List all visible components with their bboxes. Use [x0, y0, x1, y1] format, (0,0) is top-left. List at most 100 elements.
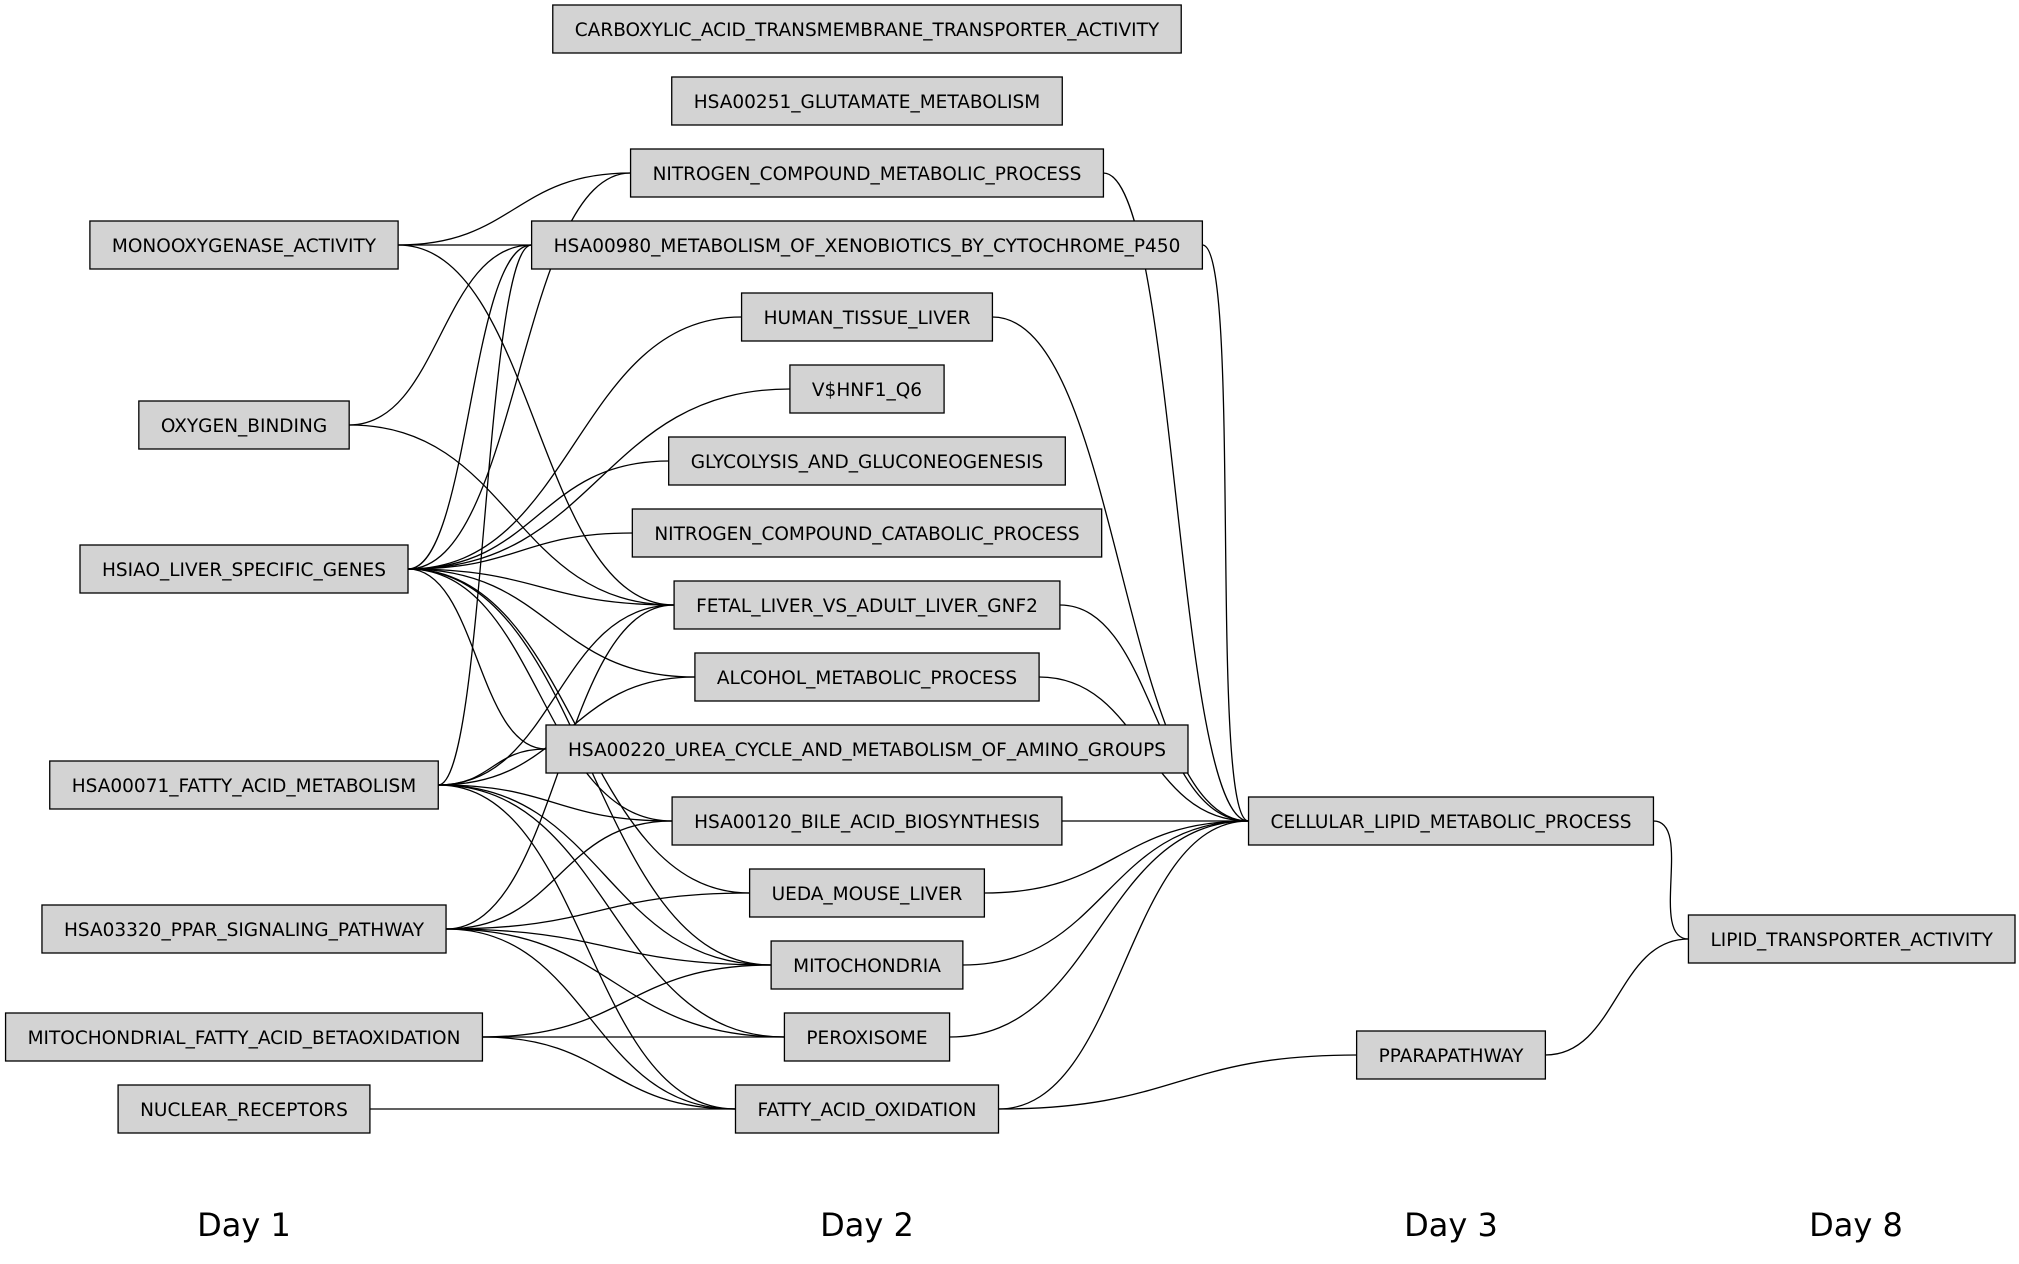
node-nuclear: NUCLEAR_RECEPTORS: [117, 1084, 371, 1134]
edge-mito-beta-to-fatty-ox: [482, 1036, 736, 1110]
node-hsa00071: HSA00071_FATTY_ACID_METABOLISM: [49, 760, 439, 810]
edge-hsiao-to-hnf1: [407, 388, 790, 570]
node-box: [631, 508, 1103, 558]
edge-mitochondria-to-cellular-lipid: [962, 820, 1249, 966]
node-peroxisome: PEROXISOME: [783, 1012, 951, 1062]
node-ppara: PPARAPATHWAY: [1355, 1030, 1547, 1080]
edge-hsiao-to-glycolysis: [407, 460, 669, 570]
edge-oxygen-to-fetal: [349, 424, 675, 606]
node-label: GLYCOLYSIS_AND_GLUCONEOGENESIS: [691, 452, 1044, 473]
edge-hsiao-to-hsa00980: [407, 244, 532, 570]
edge-human-liver-to-cellular-lipid: [992, 316, 1249, 822]
edge-hsa03320-to-ueda: [446, 892, 750, 930]
node-label: MONOOXYGENASE_ACTIVITY: [112, 236, 377, 257]
node-label: HSA00220_UREA_CYCLE_AND_METABOLISM_OF_AM…: [568, 740, 1166, 761]
edge-hsa03320-to-mitochondria: [446, 928, 772, 966]
edge-hsiao-to-human-liver: [407, 316, 742, 570]
node-box: [89, 220, 399, 270]
node-box: [552, 4, 1182, 54]
node-label: HSIAO_LIVER_SPECIFIC_GENES: [102, 560, 386, 581]
node-hnf1: V$HNF1_Q6: [789, 364, 945, 414]
node-box: [783, 1012, 951, 1062]
edge-mito-beta-to-mitochondria: [482, 964, 772, 1038]
node-box: [671, 796, 1063, 846]
edge-hsa00071-to-mitochondria: [438, 784, 772, 966]
node-hsa03320: HSA03320_PPAR_SIGNALING_PATHWAY: [41, 904, 447, 954]
edge-hsa03320-to-hsa00120: [446, 820, 673, 930]
node-label: FATTY_ACID_OXIDATION: [758, 1100, 977, 1121]
edge-fetal-to-cellular-lipid: [1059, 604, 1249, 822]
node-nitrogen-met: NITROGEN_COMPOUND_METABOLIC_PROCESS: [629, 148, 1105, 198]
node-box: [79, 544, 409, 594]
edge-nitrogen-met-to-cellular-lipid: [1103, 172, 1249, 822]
node-hsa00251: HSA00251_GLUTAMATE_METABOLISM: [671, 76, 1063, 126]
edge-peroxisome-to-cellular-lipid: [949, 820, 1249, 1038]
node-box: [673, 580, 1061, 630]
node-label: HSA03320_PPAR_SIGNALING_PATHWAY: [64, 920, 425, 941]
edge-hsiao-to-alcohol: [407, 568, 695, 678]
node-box: [1247, 796, 1655, 846]
node-oxygen: OXYGEN_BINDING: [138, 400, 350, 450]
edge-ueda-to-cellular-lipid: [984, 820, 1249, 894]
node-box: [1355, 1030, 1547, 1080]
edge-hsiao-to-fetal: [407, 568, 675, 606]
node-label: MITOCHONDRIAL_FATTY_ACID_BETAOXIDATION: [28, 1028, 461, 1049]
node-box: [49, 760, 439, 810]
node-cellular-lipid: CELLULAR_LIPID_METABOLIC_PROCESS: [1247, 796, 1655, 846]
node-label: HSA00120_BILE_ACID_BIOSYNTHESIS: [694, 812, 1040, 833]
node-mitochondria: MITOCHONDRIA: [770, 940, 964, 990]
edge-hsa03320-to-fatty-ox: [446, 928, 736, 1110]
edge-hsiao-to-nitrogen-cat: [407, 532, 633, 570]
node-ueda: UEDA_MOUSE_LIVER: [748, 868, 986, 918]
node-label: V$HNF1_Q6: [812, 380, 922, 401]
edge-hsiao-to-hsa00120: [407, 568, 673, 822]
edge-ppara-to-lipid-transporter: [1545, 938, 1689, 1056]
edge-hsiao-to-nitrogen-met: [407, 172, 631, 570]
node-label: CARBOXYLIC_ACID_TRANSMEMBRANE_TRANSPORTE…: [575, 20, 1160, 41]
node-human-liver: HUMAN_TISSUE_LIVER: [740, 292, 994, 342]
edge-monooxygenase-to-nitrogen-met: [398, 172, 631, 246]
node-label: PEROXISOME: [806, 1028, 927, 1049]
edge-fatty-ox-to-cellular-lipid: [998, 820, 1249, 1110]
column-label-day2: Day 2: [820, 1206, 914, 1244]
column-label-day3: Day 3: [1404, 1206, 1498, 1244]
edge-hsa00071-to-hsa00120: [438, 784, 673, 822]
nodes-layer: CARBOXYLIC_ACID_TRANSMEMBRANE_TRANSPORTE…: [4, 4, 2016, 1134]
node-nitrogen-cat: NITROGEN_COMPOUND_CATABOLIC_PROCESS: [631, 508, 1103, 558]
node-glycolysis: GLYCOLYSIS_AND_GLUCONEOGENESIS: [668, 436, 1066, 486]
node-box: [138, 400, 350, 450]
node-alcohol: ALCOHOL_METABOLIC_PROCESS: [694, 652, 1040, 702]
node-label: HSA00980_METABOLISM_OF_XENOBIOTICS_BY_CY…: [554, 236, 1181, 257]
node-label: PPARAPATHWAY: [1379, 1046, 1524, 1067]
edge-hsiao-to-hsa00220: [407, 568, 547, 750]
edge-hsa00071-to-peroxisome: [438, 784, 785, 1038]
edge-oxygen-to-hsa00980: [349, 244, 532, 426]
node-box: [668, 436, 1066, 486]
node-box: [734, 1084, 1000, 1134]
node-label: OXYGEN_BINDING: [161, 416, 327, 437]
node-mito-beta: MITOCHONDRIAL_FATTY_ACID_BETAOXIDATION: [4, 1012, 484, 1062]
node-fatty-ox: FATTY_ACID_OXIDATION: [734, 1084, 1000, 1134]
node-label: MITOCHONDRIA: [793, 956, 941, 977]
node-fetal: FETAL_LIVER_VS_ADULT_LIVER_GNF2: [673, 580, 1061, 630]
node-label: LIPID_TRANSPORTER_ACTIVITY: [1710, 930, 1993, 951]
node-box: [117, 1084, 371, 1134]
edge-hsa00071-to-fetal: [438, 604, 675, 786]
node-lipid-transporter: LIPID_TRANSPORTER_ACTIVITY: [1687, 914, 2016, 964]
node-box: [1687, 914, 2016, 964]
node-box: [694, 652, 1040, 702]
node-label: UEDA_MOUSE_LIVER: [772, 884, 963, 905]
edge-hsa00071-to-hsa00980: [438, 244, 532, 786]
node-hsiao: HSIAO_LIVER_SPECIFIC_GENES: [79, 544, 409, 594]
edges-layer: [349, 172, 1689, 1110]
node-hsa00220: HSA00220_UREA_CYCLE_AND_METABOLISM_OF_AM…: [545, 724, 1189, 774]
node-box: [789, 364, 945, 414]
node-label: NUCLEAR_RECEPTORS: [140, 1100, 348, 1121]
edge-hsa03320-to-peroxisome: [446, 928, 785, 1038]
node-label: HUMAN_TISSUE_LIVER: [764, 308, 971, 329]
node-box: [671, 76, 1063, 126]
node-label: FETAL_LIVER_VS_ADULT_LIVER_GNF2: [696, 596, 1038, 617]
node-label: NITROGEN_COMPOUND_CATABOLIC_PROCESS: [654, 524, 1079, 545]
